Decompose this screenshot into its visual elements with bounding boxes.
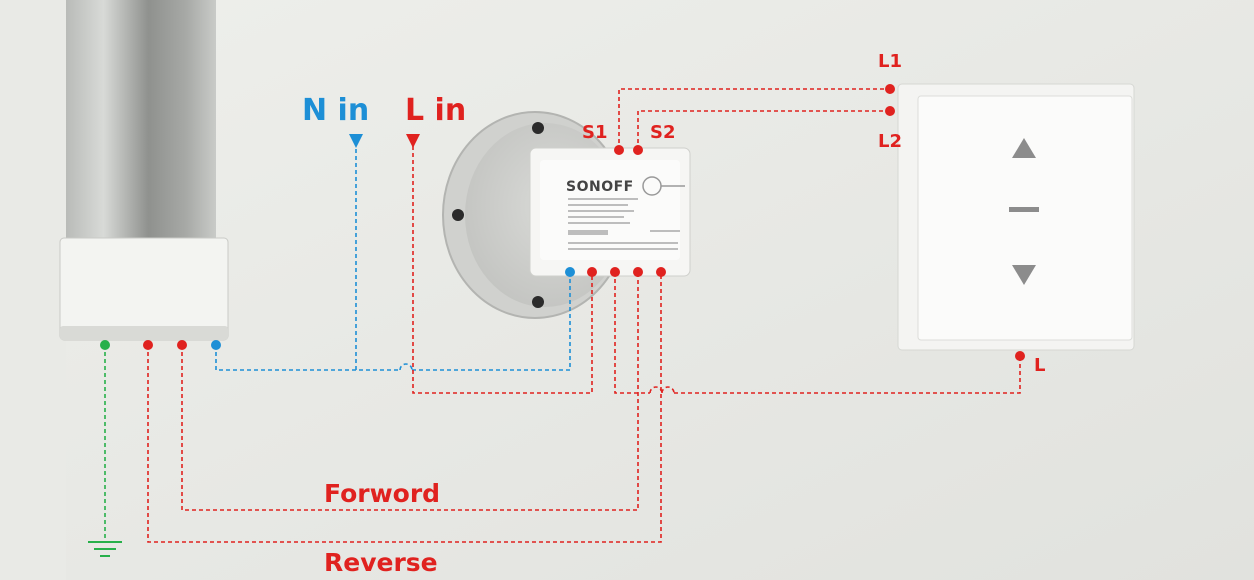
ground-icon (88, 541, 122, 557)
module-terminals (565, 145, 666, 277)
reverse-label: Reverse (324, 548, 438, 577)
stop-bar-icon (1009, 207, 1039, 212)
switch-l-hop (649, 386, 675, 394)
l-label: L (1034, 355, 1046, 376)
neutral-wire (215, 142, 571, 371)
switch-terminals (885, 84, 1025, 361)
n-in-arrow-icon (349, 134, 363, 148)
down-arrow-icon (1012, 265, 1036, 285)
l-in-label: L in (405, 93, 467, 128)
reverse-wire (147, 272, 662, 543)
motor-rail (0, 0, 229, 580)
switch-l-wire (614, 272, 1021, 394)
s2-label: S2 (650, 122, 676, 143)
wall-switch (897, 83, 1135, 351)
l-in-arrow-icon (406, 134, 420, 148)
l1-label: L1 (878, 51, 902, 72)
live-in-wire (412, 146, 593, 394)
s1-to-l1-wire (618, 88, 888, 150)
forward-label: Forword (324, 479, 441, 508)
sonoff-module (529, 147, 691, 277)
neutral-wire-hop (399, 363, 413, 371)
n-in-label: N in (302, 93, 370, 128)
s2-to-l2-wire (637, 110, 888, 150)
up-arrow-icon (1012, 138, 1036, 158)
device-brand: SONOFF (566, 179, 634, 195)
forward-wire (181, 272, 639, 511)
s1-label: S1 (582, 122, 608, 143)
l2-label: L2 (878, 131, 902, 152)
motor-terminals (100, 340, 221, 350)
